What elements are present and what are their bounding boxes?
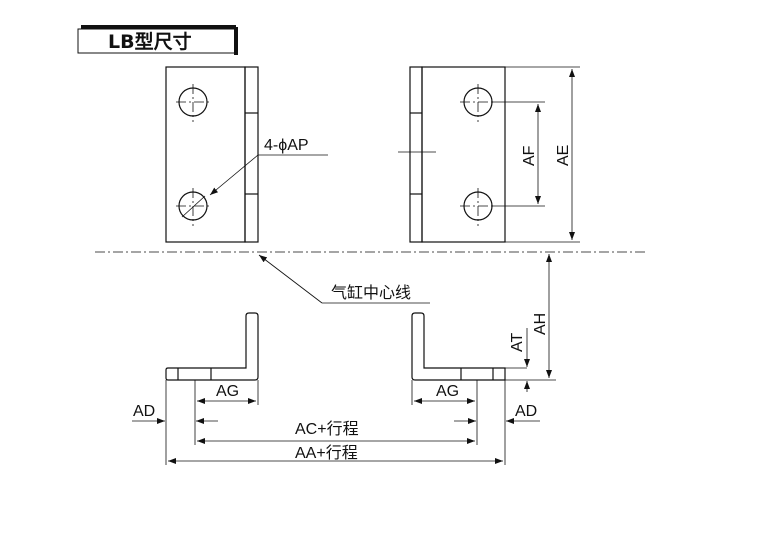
at-label: AT xyxy=(509,333,526,352)
ag-left-label: AG xyxy=(216,383,239,400)
ah-label: AH xyxy=(532,313,549,335)
ag-right-label: AG xyxy=(436,383,459,400)
ah-dimension: AH xyxy=(505,254,556,381)
ac-dimension: AC+行程 xyxy=(197,420,475,444)
centerline-callout: 气缸中心线 xyxy=(258,254,430,304)
hole-label: 4-ϕAP xyxy=(264,137,309,154)
ad-right-label: AD xyxy=(515,403,537,420)
ac-label: AC+行程 xyxy=(295,420,359,438)
extension-lines xyxy=(165,380,506,465)
ad-right-dimension: AD xyxy=(454,403,540,424)
ad-left-dimension: AD xyxy=(132,403,218,424)
ag-left-dimension: AG xyxy=(197,383,256,404)
left-l-bracket xyxy=(165,312,259,381)
af-label: AF xyxy=(521,145,538,166)
left-plate-view: 4-ϕAP xyxy=(165,66,328,243)
right-l-bracket xyxy=(411,312,527,381)
aa-label: AA+行程 xyxy=(295,444,358,462)
right-plate-view: AF AE xyxy=(398,66,580,243)
at-dimension: AT xyxy=(509,328,530,392)
ae-label: AE xyxy=(555,145,572,166)
aa-dimension: AA+行程 xyxy=(168,444,503,464)
centerline-label: 气缸中心线 xyxy=(331,283,411,302)
section-title: LB型尺寸 xyxy=(108,30,192,53)
ag-right-dimension: AG xyxy=(414,383,475,404)
ad-left-label: AD xyxy=(133,403,155,420)
title-box: LB型尺寸 xyxy=(77,25,238,55)
